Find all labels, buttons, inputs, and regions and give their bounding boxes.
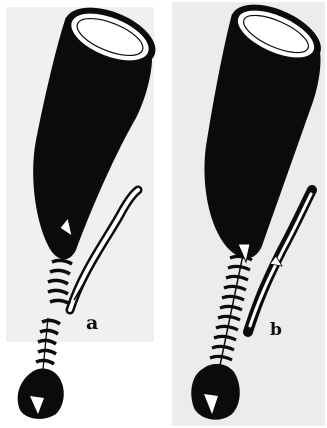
tuft-b: [191, 364, 240, 420]
panel-b-label: b: [270, 322, 282, 339]
coil-b: [210, 256, 252, 360]
